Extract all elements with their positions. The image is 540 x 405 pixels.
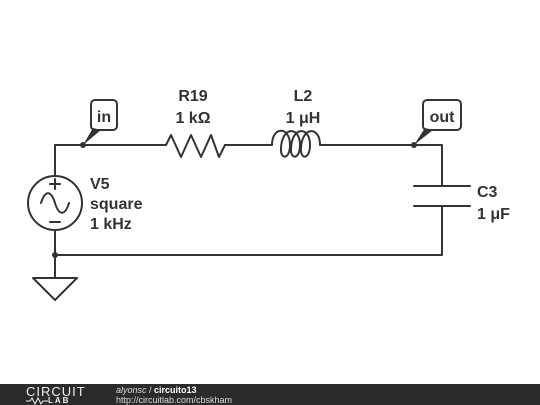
logo-text-top: CIRCUIT: [26, 384, 86, 399]
meta-separator: /: [146, 385, 155, 395]
capacitor-name: C3: [477, 184, 498, 201]
source-waveform: square: [90, 196, 143, 213]
net-label-out[interactable]: out: [414, 99, 462, 145]
inductor-value: 1 μH: [286, 110, 321, 127]
resistor-symbol[interactable]: [159, 134, 226, 158]
circuitlab-logo[interactable]: CIRCUIT LAB: [26, 385, 96, 405]
ground-icon: [32, 277, 78, 301]
voltage-source-symbol[interactable]: [27, 175, 83, 231]
inductor-name: L2: [294, 88, 313, 105]
wire-l-to-right: [339, 144, 443, 186]
net-label-in[interactable]: in: [83, 99, 118, 145]
schematic-url[interactable]: http://circuitlab.com/cbskham: [116, 395, 233, 405]
inductor-symbol[interactable]: [267, 129, 341, 158]
resistor-name: R19: [178, 88, 207, 105]
wire-right-bottom: [54, 206, 443, 256]
author-link[interactable]: alyonsc: [116, 385, 147, 395]
junction-dot-ground: [52, 252, 58, 258]
schematic-title-link[interactable]: circuito13: [154, 385, 197, 395]
schematic-diagram: in out R19 1 kΩ L2 1 μH C3 1 μF V5 squar…: [27, 88, 510, 301]
resistor-value: 1 kΩ: [175, 110, 210, 127]
footer-bar: CIRCUIT LAB alyonsc / circuito13 http://…: [0, 384, 540, 405]
source-name: V5: [90, 176, 110, 193]
capacitor-value: 1 μF: [477, 206, 510, 223]
net-label-out-text: out: [430, 109, 456, 126]
logo-text-bottom: LAB: [48, 396, 71, 405]
capacitor-symbol[interactable]: [413, 185, 471, 207]
resistor-wave-icon: [26, 397, 48, 405]
source-frequency: 1 kHz: [90, 216, 132, 233]
schematic-meta: alyonsc / circuito13 http://circuitlab.c…: [116, 385, 232, 405]
net-label-in-text: in: [97, 109, 111, 126]
wire-top-left: [54, 144, 161, 177]
